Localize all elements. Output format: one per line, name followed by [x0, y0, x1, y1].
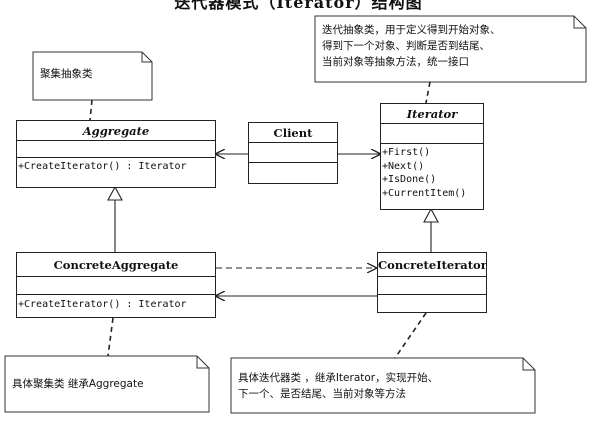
concrete-aggregate-generalization-triangle — [107, 185, 123, 201]
concrete-iterator-attributes — [378, 277, 486, 295]
concrete-aggregate-note-line: 具体聚集类 继承Aggregate — [12, 378, 144, 390]
aggregate-note-shape — [32, 51, 153, 101]
iterator-operation-next: +Next() — [382, 160, 425, 172]
concrete-aggregate-operation: +CreateIterator() : Iterator — [18, 299, 187, 310]
concrete-iterator-note-anchor — [394, 312, 427, 359]
iterator-note-line-1: 迭代抽象类，用于定义得到开始对象、 — [322, 24, 501, 36]
client-operations — [249, 163, 337, 183]
concrete-aggregate-attributes — [17, 277, 215, 295]
client-attributes — [249, 143, 337, 163]
client-class[interactable]: Client — [248, 122, 338, 184]
iterator-note-line-3: 当前对象等抽象方法，统一接口 — [322, 56, 469, 68]
iterator-operations: +First() +Next() +IsDone() +CurrentItem(… — [381, 144, 483, 200]
aggregate-attributes — [17, 141, 215, 158]
concrete-iterator-note-shape — [230, 357, 536, 414]
aggregate-note: 聚集抽象类 — [40, 66, 93, 82]
diagram-title: 迭代器模式（Iterator）结构图 — [174, 0, 423, 12]
concrete-iterator-note-line-1: 具体迭代器类 ，继承Iterator，实现开始、 — [238, 372, 439, 384]
concrete-iterator-generalization-triangle — [423, 207, 439, 223]
concrete-aggregate-note: 具体聚集类 继承Aggregate — [12, 376, 144, 392]
iterator-attributes — [381, 124, 483, 144]
concrete-iterator-class-name: ConcreteIterator — [378, 253, 487, 277]
aggregate-class-name: Aggregate — [17, 121, 215, 141]
concrete-aggregate-class-name: ConcreteAggregate — [17, 253, 215, 277]
iterator-operation-currentitem: +CurrentItem() — [382, 187, 467, 199]
iterator-class-name: Iterator — [381, 104, 483, 124]
concrete-aggregate-class[interactable]: ConcreteAggregate +CreateIterator() : It… — [16, 252, 216, 318]
aggregate-note-anchor — [89, 99, 93, 121]
iterator-note-anchor — [425, 81, 431, 104]
iterator-note: 迭代抽象类，用于定义得到开始对象、 得到下一个对象、判断是否到结尾、 当前对象等… — [322, 22, 501, 70]
concrete-aggregate-note-shape — [4, 355, 210, 413]
concrete-iterator-note-line-2: 下一个、是否结尾、当前对象等方法 — [238, 388, 406, 400]
aggregate-operation: +CreateIterator() : Iterator — [18, 161, 187, 172]
iterator-note-line-2: 得到下一个对象、判断是否到结尾、 — [322, 40, 490, 52]
iterator-operation-isdone: +IsDone() — [382, 174, 437, 185]
concrete-iterator-class[interactable]: ConcreteIterator — [377, 252, 487, 313]
concrete-iterator-operations — [378, 295, 486, 312]
iterator-note-shape — [314, 15, 587, 83]
concrete-aggregate-operations: +CreateIterator() : Iterator — [17, 295, 215, 312]
aggregate-note-line: 聚集抽象类 — [40, 68, 93, 80]
aggregate-operations: +CreateIterator() : Iterator — [17, 158, 215, 174]
client-class-name: Client — [249, 123, 337, 143]
iterator-operation-first: +First() — [382, 147, 431, 158]
concrete-iterator-note: 具体迭代器类 ，继承Iterator，实现开始、 下一个、是否结尾、当前对象等方… — [238, 370, 438, 402]
iterator-class[interactable]: Iterator +First() +Next() +IsDone() +Cur… — [380, 103, 484, 210]
concrete-aggregate-note-anchor — [107, 317, 114, 357]
aggregate-class[interactable]: Aggregate +CreateIterator() : Iterator — [16, 120, 216, 188]
